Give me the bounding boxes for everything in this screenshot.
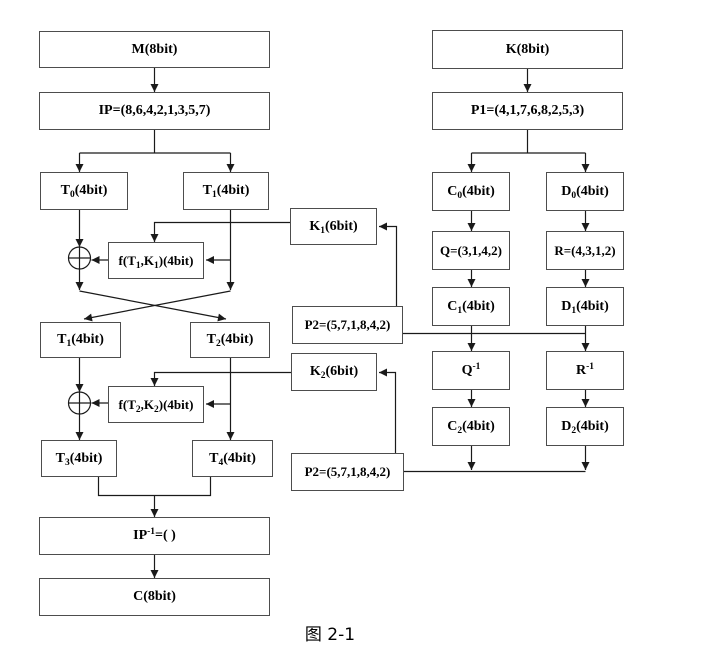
node-c0: C0(4bit) [432, 172, 510, 211]
node-d1-label: D1(4bit) [561, 298, 609, 316]
node-t2: T2(4bit) [190, 322, 270, 358]
node-r-label: R=(4,3,1,2) [554, 242, 616, 258]
node-d2-label: D2(4bit) [561, 418, 609, 436]
node-k-label: K(8bit) [505, 41, 550, 57]
node-k1: K1(6bit) [290, 208, 377, 245]
node-f1-label: f(T1,K1)(4bit) [118, 252, 194, 271]
node-t4: T4(4bit) [192, 440, 273, 477]
node-k: K(8bit) [432, 30, 623, 69]
node-m: M(8bit) [39, 31, 270, 68]
node-c2: C2(4bit) [432, 407, 510, 446]
node-r-inverse: R-1 [546, 351, 624, 390]
node-c1-label: C1(4bit) [447, 298, 495, 316]
node-c1: C1(4bit) [432, 287, 510, 326]
node-p2b-label: P2=(5,7,1,8,4,2) [304, 464, 391, 479]
node-p2-round1: P2=(5,7,1,8,4,2) [292, 306, 403, 344]
node-d1: D1(4bit) [546, 287, 624, 326]
node-p1-label: P1=(4,1,7,6,8,2,5,3) [470, 103, 585, 118]
node-t1a-label: T1(4bit) [202, 183, 250, 200]
node-d2: D2(4bit) [546, 407, 624, 446]
node-t1-round2: T1(4bit) [40, 322, 121, 358]
node-ip: IP=(8,6,4,2,1,3,5,7) [39, 92, 270, 130]
node-r: R=(4,3,1,2) [546, 231, 624, 270]
node-f2: f(T2,K2)(4bit) [108, 386, 204, 423]
node-p2a-label: P2=(5,7,1,8,4,2) [304, 317, 391, 332]
node-t3-label: T3(4bit) [55, 450, 103, 468]
node-t2-label: T2(4bit) [206, 332, 254, 349]
node-q: Q=(3,1,4,2) [432, 231, 510, 270]
node-ip-inverse: IP-1=( ) [39, 517, 270, 555]
node-k2: K2(6bit) [291, 353, 377, 391]
node-p1: P1=(4,1,7,6,8,2,5,3) [432, 92, 623, 130]
node-t4-label: T4(4bit) [209, 450, 256, 468]
node-t1b-label: T1(4bit) [57, 332, 104, 349]
node-k1-label: K1(6bit) [309, 218, 358, 236]
node-m-label: M(8bit) [131, 41, 178, 57]
node-t0: T0(4bit) [40, 172, 128, 210]
node-q-label: Q=(3,1,4,2) [440, 242, 502, 258]
node-d0: D0(4bit) [546, 172, 624, 211]
node-k2-label: K2(6bit) [309, 364, 359, 381]
node-q-inverse: Q-1 [432, 351, 510, 390]
node-t3: T3(4bit) [41, 440, 117, 477]
node-ipinv-label: IP-1=( ) [133, 527, 176, 543]
node-t0-label: T0(4bit) [60, 183, 108, 200]
node-d0-label: D0(4bit) [561, 183, 609, 201]
node-c: C(8bit) [39, 578, 270, 616]
node-rinv-label: R-1 [575, 361, 595, 378]
node-c2-label: C2(4bit) [447, 418, 495, 436]
node-ip-label: IP=(8,6,4,2,1,3,5,7) [98, 103, 211, 118]
node-qinv-label: Q-1 [461, 361, 481, 378]
xor-icon-round2 [67, 391, 92, 415]
node-t1-round1: T1(4bit) [183, 172, 269, 210]
figure-caption: 图 2-1 [304, 625, 356, 645]
node-p2-round2: P2=(5,7,1,8,4,2) [291, 453, 404, 491]
node-f1: f(T1,K1)(4bit) [108, 242, 204, 279]
xor-icon-round1 [67, 246, 92, 270]
node-c-label: C(8bit) [133, 589, 176, 604]
node-c0-label: C0(4bit) [447, 183, 495, 201]
node-f2-label: f(T2,K2)(4bit) [118, 396, 194, 415]
